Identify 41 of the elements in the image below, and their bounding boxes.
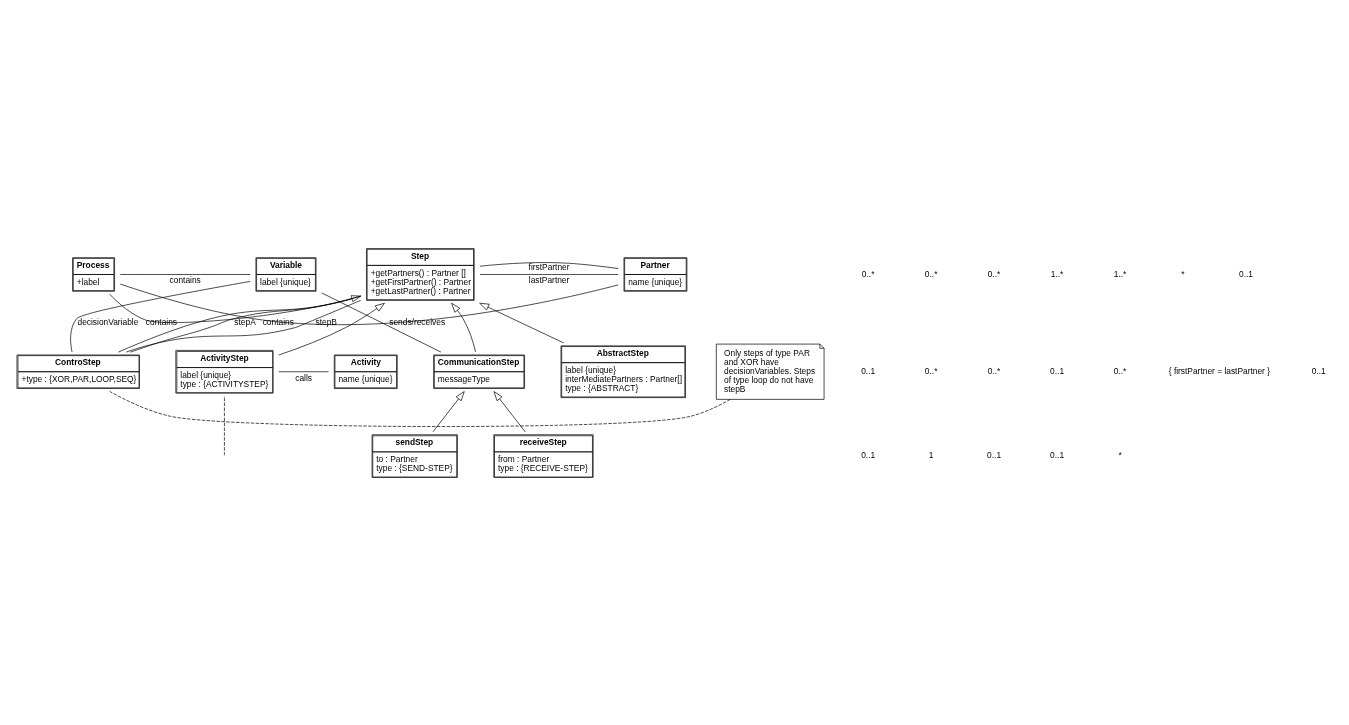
- connector: [109, 293, 362, 323]
- connector: [321, 292, 442, 352]
- label: 0..1: [861, 365, 876, 376]
- label: 0..1: [1050, 365, 1065, 376]
- connector: [70, 280, 251, 352]
- edge-label: sends/receives: [389, 316, 446, 327]
- edge-label: firstPartner: [528, 261, 570, 272]
- connector: [479, 261, 619, 269]
- label: *: [1118, 449, 1122, 460]
- label: 0..1: [1311, 365, 1326, 376]
- label: 0..1: [861, 449, 876, 460]
- label: *: [1181, 268, 1185, 279]
- label: 0..*: [987, 365, 1001, 376]
- label: 0..1: [1050, 449, 1065, 460]
- connector: [479, 273, 619, 275]
- edge-label: lastPartner: [528, 274, 570, 285]
- edge-label: contains: [169, 274, 201, 285]
- label: 0..*: [924, 268, 938, 279]
- label: 0..*: [924, 365, 938, 376]
- edge-label: contains: [145, 316, 178, 327]
- label: { firstPartner = lastPartner }: [1168, 365, 1271, 376]
- label: 0..*: [861, 268, 875, 279]
- label: 0..1: [1238, 268, 1253, 279]
- label: 1: [928, 449, 934, 460]
- connector: [119, 273, 251, 275]
- connector: [119, 283, 619, 325]
- edge-label: contains: [262, 316, 294, 327]
- edge-label: stepA: [234, 316, 256, 327]
- arrow: [479, 302, 565, 343]
- label: 0..1: [987, 449, 1002, 460]
- arrow: [493, 390, 526, 432]
- arrow: [451, 302, 476, 352]
- label: 1..*: [1050, 268, 1064, 279]
- label: 0..*: [987, 268, 1001, 279]
- label: 0..*: [1113, 365, 1127, 376]
- arrow: [278, 302, 385, 355]
- label: 1..*: [1113, 268, 1127, 279]
- edge-label: decisionVariable: [77, 316, 139, 327]
- edge-label: calls: [295, 372, 313, 383]
- connector: [109, 390, 731, 427]
- arrow: [432, 390, 465, 432]
